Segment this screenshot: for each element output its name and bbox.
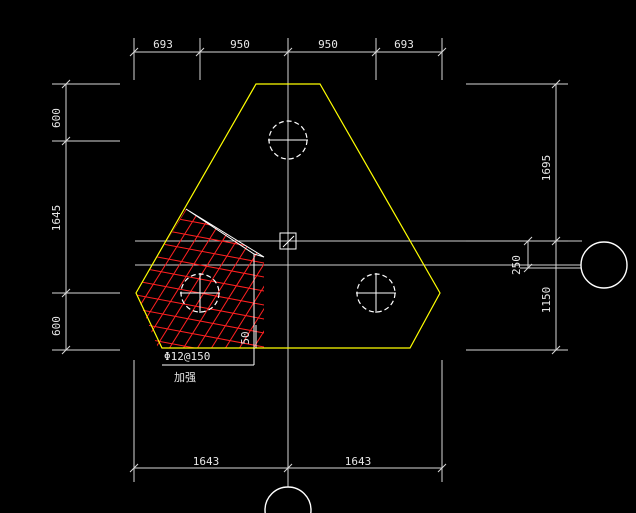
hatch-line bbox=[120, 390, 280, 420]
bottom-dim-1: 1643 bbox=[193, 455, 220, 468]
left-dim-2: 1645 bbox=[50, 205, 63, 232]
hatch-line bbox=[259, 209, 264, 348]
left-dimension-chain: 600 1645 600 bbox=[50, 79, 120, 355]
hatch-line bbox=[136, 305, 264, 337]
hatch-line bbox=[136, 209, 151, 348]
hatch-line bbox=[136, 209, 264, 225]
top-dimension-chain: 693 950 950 693 bbox=[129, 38, 447, 80]
axis-bubble-bottom bbox=[264, 486, 312, 513]
left-dim-1: 600 bbox=[50, 108, 63, 128]
left-dim-3: 600 bbox=[50, 316, 63, 336]
rebar-note: 加强 bbox=[174, 371, 196, 384]
hatch-line bbox=[120, 124, 280, 154]
right-dimension-chain: 1695 1150 250 bbox=[466, 79, 582, 355]
bottom-dimension-chain: 1643 1643 bbox=[129, 360, 447, 482]
top-dim-4: 693 bbox=[394, 38, 414, 51]
hatch-line bbox=[136, 209, 264, 239]
top-dim-3: 950 bbox=[318, 38, 338, 51]
hatch-line bbox=[136, 209, 207, 348]
top-dim-1: 693 bbox=[153, 38, 173, 51]
right-dim-2: 250 bbox=[510, 255, 523, 275]
column-square bbox=[279, 232, 297, 250]
hatch-line bbox=[120, 110, 280, 140]
hatch-line bbox=[217, 209, 264, 348]
hatch-line bbox=[120, 362, 280, 392]
hatch-dim: 50 bbox=[239, 331, 252, 344]
hatch-line bbox=[302, 200, 402, 360]
hatch-line bbox=[136, 209, 264, 211]
hatch-line bbox=[288, 200, 388, 360]
hatch-line bbox=[22, 200, 122, 360]
hatch-line bbox=[120, 152, 280, 182]
hatch-line bbox=[245, 209, 264, 348]
hatch-line bbox=[120, 82, 280, 112]
hatch-line bbox=[231, 209, 264, 348]
hatch-line bbox=[330, 200, 430, 360]
right-dim-1: 1695 bbox=[540, 155, 553, 182]
hatch-line bbox=[120, 138, 280, 168]
rebar-label: Φ12@150 bbox=[164, 350, 210, 363]
right-dim-3: 1150 bbox=[540, 287, 553, 314]
hatch-line bbox=[136, 221, 264, 253]
hatch-line bbox=[120, 96, 280, 126]
axis-bubble-right bbox=[580, 241, 628, 289]
reinforcement-hatch bbox=[0, 82, 430, 420]
hatch-line bbox=[0, 200, 94, 360]
hatch-line bbox=[120, 376, 280, 406]
hatch-line bbox=[136, 209, 165, 348]
hatch-line bbox=[274, 200, 374, 360]
bottom-dim-2: 1643 bbox=[345, 455, 372, 468]
top-dim-2: 950 bbox=[230, 38, 250, 51]
pile-cap-outline bbox=[135, 83, 441, 349]
hatch-boundary bbox=[185, 208, 265, 258]
hatch-line bbox=[189, 209, 264, 348]
hatch-line bbox=[0, 200, 80, 360]
